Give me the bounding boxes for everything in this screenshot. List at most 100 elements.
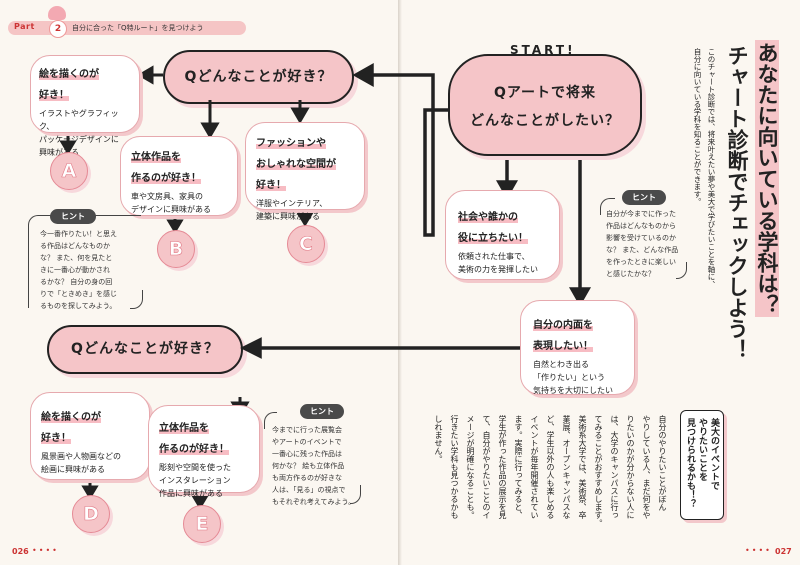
answer-title: 立体作品を xyxy=(131,152,181,163)
hint-line: る作品はどんなものか xyxy=(40,242,110,250)
answer-title: おしゃれな空間が xyxy=(256,159,336,170)
page-dots-left: •••• xyxy=(32,546,59,555)
answer-title: 絵を描くのが xyxy=(41,412,101,423)
hint-text-left-top: 今一番作りたい！と思え る作品はどんなものか な？ また、何を見たと きに一番心… xyxy=(40,228,140,312)
hint-line: 影響を受けているのか xyxy=(606,234,676,242)
answer-title: 好き！ xyxy=(256,180,286,191)
answer-card-inner: 自分の内面を 表現したい！ 自然とわき出る 「作りたい」という 気持ちを大切にし… xyxy=(520,300,635,395)
column-line: 美術系大学では、美術祭、卒 xyxy=(578,415,587,519)
header-text: 自分に合った「Q特ルート」を見つけよう xyxy=(72,24,204,32)
answer-body: 作品に興味がある xyxy=(159,489,223,498)
hint-line: 何かな？ 絵も立体作品 xyxy=(272,462,345,470)
hint-line: と感じたかな？ xyxy=(606,270,655,278)
intro-line: このチャート診断では、将来叶えたい夢や美大で学びたいことを軸に、 xyxy=(707,48,716,288)
column-line: 行きたい学科も見つかるかも xyxy=(450,415,459,519)
result-letter-a: A xyxy=(50,152,88,190)
hint-line: きに一番心が動かされ xyxy=(40,266,110,274)
page-title-line1: あなたに向いている学科は？ xyxy=(752,40,782,380)
hint-line: 人は、「見る」の視点で xyxy=(272,486,346,494)
answer-card-draw-top: 絵を描くのが 好き！ イラストやグラフィック、 パッケージデザインに 興味がある xyxy=(30,55,140,157)
answer-title: 作るのが好き！ xyxy=(131,173,201,184)
hint-label-left-bottom: ヒント xyxy=(300,404,344,419)
answer-title: ファッションや xyxy=(256,138,326,149)
hint-bracket-right xyxy=(600,198,615,215)
answer-body: 建築に興味がある xyxy=(256,212,320,221)
start-label: START! xyxy=(510,43,576,57)
letter-a-text: A xyxy=(61,160,77,183)
letter-c-text: C xyxy=(299,233,314,256)
result-letter-b: B xyxy=(157,230,195,268)
page-title-line2: チャート診断でチェックしよう！ xyxy=(722,45,752,375)
result-letter-c: C xyxy=(287,225,325,263)
column-heading-line: 見つけられるかも！？ xyxy=(685,418,695,508)
column-line: てみることがおすすめします。 xyxy=(594,415,603,527)
hint-text-right: 自分が今までに作った 作品はどんなものから 影響を受けているのか な？ また、ど… xyxy=(606,208,690,280)
hint-line: もそれぞれ考えてみよう。 xyxy=(272,498,356,506)
question-like-bottom-text: Qどんなことが好き？ xyxy=(71,341,219,357)
result-letter-e: E xyxy=(183,505,221,543)
answer-body: インスタレーション xyxy=(159,476,231,485)
intro-line: 自分に向いている学科を知ることができます。 xyxy=(693,48,702,206)
column-line: 自分のやりたいことがぼん xyxy=(658,415,667,511)
part-number: 2 xyxy=(54,24,62,34)
answer-title: 立体作品を xyxy=(159,423,209,434)
column-line: イベントが毎年開催されてい xyxy=(530,415,539,519)
answer-title: 作るのが好き！ xyxy=(159,444,229,455)
hint-line: も両方作るのが好きな xyxy=(272,474,342,482)
answer-body: 美術の力を発揮したい xyxy=(458,265,538,274)
page-title-line2-text: チャート診断でチェックしよう！ xyxy=(725,45,749,360)
answer-title: 表現したい！ xyxy=(533,341,593,352)
hint-line: な？ また、何を見たと xyxy=(40,254,113,262)
page-spine xyxy=(398,0,402,565)
answer-body: 「作りたい」という xyxy=(533,373,605,382)
hint-label-left-top: ヒント xyxy=(50,209,96,224)
hint-line: るものを探してみよう。 xyxy=(40,302,117,310)
answer-body: 風景画や人物画などの xyxy=(41,452,121,461)
question-like-top-text: Qどんなことが好き？ xyxy=(184,69,333,85)
hint-line: 自分が今までに作った xyxy=(606,210,676,218)
column-body: 自分のやりたいことがぼん やりしている人、まだ何をや りたいのかが分からない人に… xyxy=(430,415,670,560)
answer-body: 彫刻や空間を使った xyxy=(159,463,231,472)
column-line: やりしている人、まだ何をや xyxy=(642,415,651,519)
answer-title: 好き！ xyxy=(41,433,71,444)
part-label: Part xyxy=(14,22,35,31)
hint-line: を作ったときに楽しい xyxy=(606,258,676,266)
question-main-line2: どんなことがしたい？ xyxy=(470,113,620,129)
answer-body: イラストやグラフィック、 xyxy=(39,109,119,131)
part-number-badge: 2 xyxy=(49,20,67,38)
hint-line: な？ また、どんな作品 xyxy=(606,246,679,254)
hint-line: 今一番作りたい！と思え xyxy=(40,230,117,238)
hint-line: りで「ときめき」を感じ xyxy=(40,290,117,298)
hint-label-right: ヒント xyxy=(622,190,666,205)
column-line: 業展、オープンキャンパスな xyxy=(562,415,571,519)
column-line: メージが明確になることも。 xyxy=(466,415,475,519)
answer-body: 自然とわき出る xyxy=(533,360,589,369)
answer-body: パッケージデザインに xyxy=(39,135,119,144)
answer-body: 洋服やインテリア、 xyxy=(256,199,328,208)
question-main-line1: Qアートで将来 xyxy=(493,85,597,101)
column-line: しれません。 xyxy=(434,415,443,463)
answer-title: 好き！ xyxy=(39,90,69,101)
answer-title: 社会や誰かの xyxy=(458,212,518,223)
page-title-line1-text: あなたに向いている学科は？ xyxy=(755,40,779,317)
answer-body: 車や文房具、家具の xyxy=(131,192,203,201)
answer-card-fashion: ファッションや おしゃれな空間が 好き！ 洋服やインテリア、 建築に興味がある xyxy=(245,122,365,221)
column-line: りたいのかが分からない人に xyxy=(626,415,635,519)
column-heading-line: やりたいことを xyxy=(697,418,707,481)
answer-body: 依頼された仕事で、 xyxy=(458,252,530,261)
column-line: 学生が作った作品の展示を見 xyxy=(498,415,507,519)
mascot-icon xyxy=(48,6,66,20)
column-line: ど、学生以外の人も楽しめる xyxy=(546,415,555,519)
hint-line: 一番心に残った作品は xyxy=(272,450,342,458)
hint-line: やアートのイベントで xyxy=(272,438,342,446)
hint-line: 今までに行った展覧会 xyxy=(272,426,342,434)
answer-body: 絵画に興味がある xyxy=(41,465,105,474)
hint-line: 作品はどんなものから xyxy=(606,222,676,230)
answer-body: デザインに興味がある xyxy=(131,205,211,214)
letter-d-text: D xyxy=(83,503,99,526)
intro-text: このチャート診断では、将来叶えたい夢や美大で学びたいことを軸に、 自分に向いてい… xyxy=(690,48,718,308)
column-line: て、自分がやりたいことのイ xyxy=(482,415,491,519)
hint-line: るかな？ 自分の身の回 xyxy=(40,278,113,286)
answer-title: 役に立ちたい！ xyxy=(458,233,528,244)
page-dots-right: •••• xyxy=(745,546,772,555)
